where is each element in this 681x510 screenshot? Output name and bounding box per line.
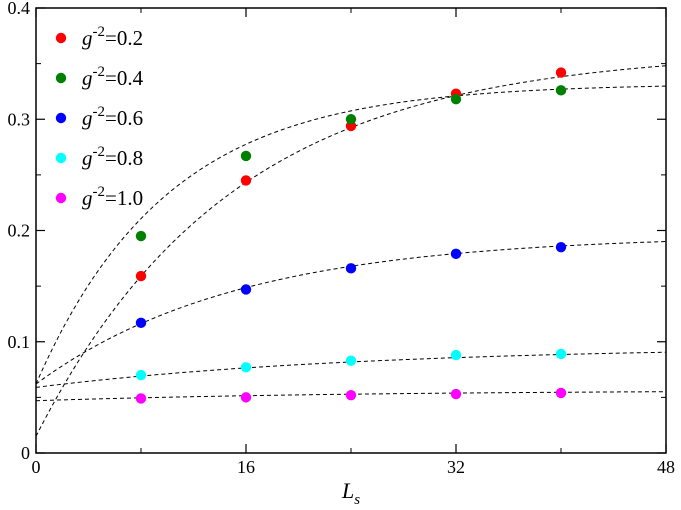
legend-label-exponent: -2 [93, 104, 106, 120]
data-point [135, 317, 147, 329]
data-point [345, 263, 357, 274]
data-point [450, 94, 462, 105]
x-axis-label-main: L [341, 478, 354, 503]
legend-marker [55, 72, 67, 84]
legend-label-base: g [82, 146, 93, 170]
legend-label-value: =0.2 [105, 26, 143, 50]
data-point [450, 388, 462, 400]
legend: g-2=0.2g-2=0.4g-2=0.6g-2=0.8g-2=1.0 [55, 24, 144, 210]
data-point [240, 362, 252, 373]
legend-label-exponent: -2 [93, 184, 106, 200]
legend-label: g-2=1.0 [82, 184, 143, 210]
data-point [135, 369, 147, 381]
data-point [555, 85, 567, 96]
legend-label: g-2=0.6 [82, 104, 143, 130]
legend-label-exponent: -2 [93, 64, 106, 80]
axis-ticks: 0 16 32 48 0 0.1 0.2 0.3 0.4 [8, 0, 676, 477]
x-tick-label: 16 [237, 457, 255, 477]
y-tick-label: 0.2 [8, 221, 31, 241]
data-point [240, 284, 252, 295]
data-point [555, 67, 567, 78]
legend-label-base: g [82, 66, 93, 90]
data-point [555, 387, 567, 399]
legend-label-value: =0.6 [105, 106, 143, 130]
data-point [450, 248, 462, 260]
data-point [345, 389, 357, 401]
data-point [135, 270, 147, 282]
x-tick-label: 0 [32, 457, 41, 477]
legend-label-value: =0.4 [105, 66, 144, 90]
legend-label-exponent: -2 [93, 24, 106, 40]
x-axis-label: Ls [341, 478, 360, 508]
data-point [135, 230, 147, 242]
y-tick-label: 0.4 [8, 0, 31, 18]
legend-label: g-2=0.2 [82, 24, 143, 50]
legend-label-base: g [82, 106, 93, 130]
y-tick-label: 0.3 [8, 109, 31, 129]
legend-label-base: g [82, 186, 93, 210]
data-point [555, 348, 567, 360]
data-point [135, 393, 147, 404]
data-point [240, 150, 252, 162]
y-tick-label: 0 [21, 443, 30, 463]
data-point [345, 355, 357, 366]
x-axis-label-subscript: s [354, 492, 360, 508]
x-tick-label: 32 [447, 457, 465, 477]
legend-label-exponent: -2 [93, 144, 106, 160]
legend-marker [55, 152, 67, 164]
data-point [450, 349, 462, 361]
legend-label: g-2=0.8 [82, 144, 143, 170]
legend-label-value: =0.8 [105, 146, 143, 170]
legend-label: g-2=0.4 [82, 64, 144, 90]
data-point [555, 241, 567, 253]
fit-curve [36, 85, 666, 385]
legend-marker [55, 112, 67, 124]
legend-label-value: =1.0 [105, 186, 143, 210]
data-point [240, 392, 252, 403]
data-point [240, 175, 252, 186]
legend-marker [55, 32, 67, 44]
data-point [345, 114, 357, 125]
x-tick-label: 48 [657, 457, 675, 477]
legend-label-base: g [82, 26, 93, 50]
data-points [135, 67, 567, 404]
y-tick-label: 0.1 [8, 332, 31, 352]
legend-marker [55, 192, 67, 204]
